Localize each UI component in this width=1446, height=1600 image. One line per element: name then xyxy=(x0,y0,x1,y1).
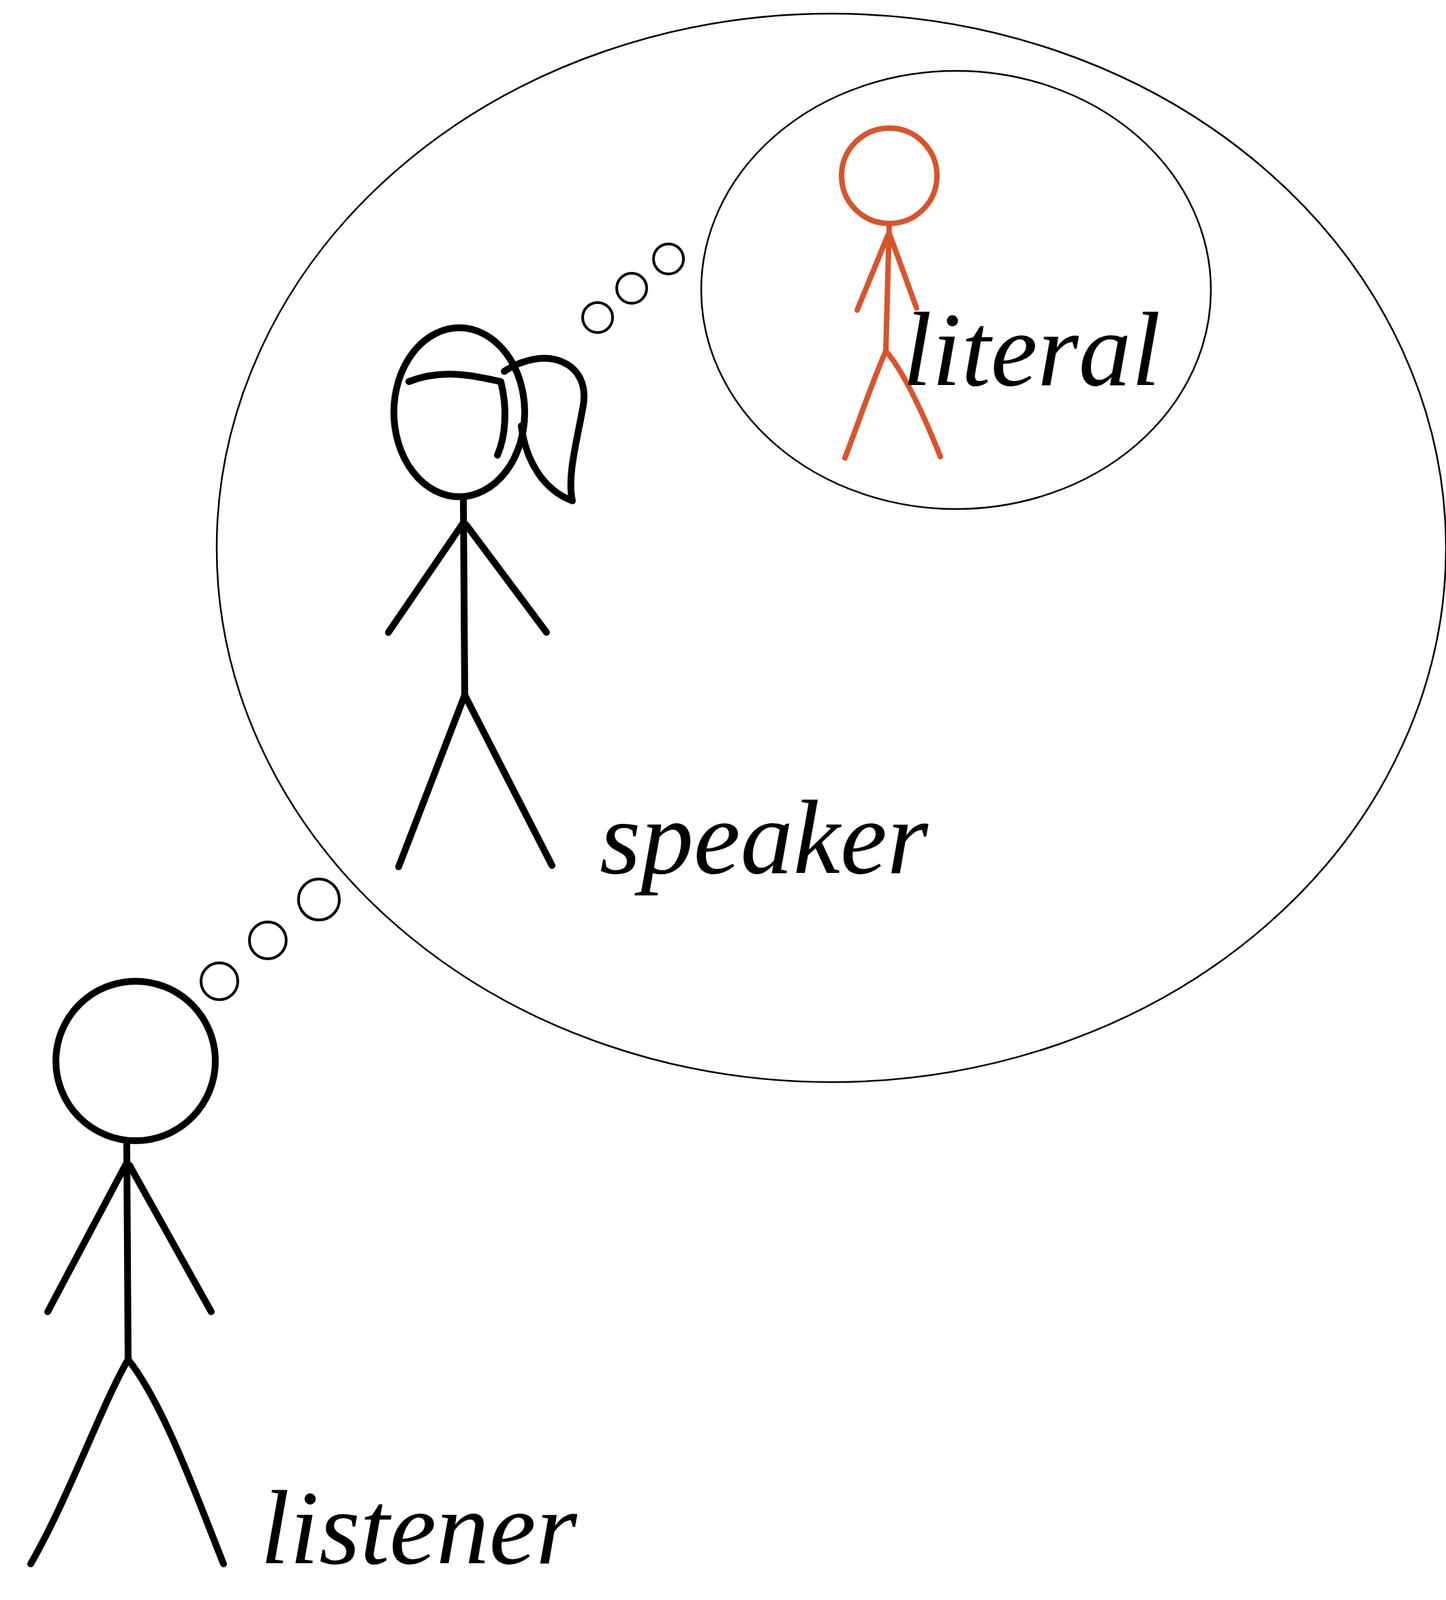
thought-dots xyxy=(582,243,684,333)
thought-bubble: speaker literal xyxy=(216,12,1446,1084)
inner-thought-bubble: literal xyxy=(699,69,1213,511)
bubble-ellipse xyxy=(701,70,1211,510)
thought-dots xyxy=(201,879,340,1000)
bubble-outline xyxy=(699,69,1213,511)
figure-name: listener xyxy=(260,1467,578,1589)
bubble-ellipse xyxy=(216,13,1446,1083)
bubble-outline xyxy=(216,12,1446,1084)
figure-name: literal xyxy=(902,288,1162,411)
figure-name: speaker xyxy=(599,776,929,899)
listener-figure xyxy=(30,981,224,1564)
speaker-figure xyxy=(388,327,584,867)
